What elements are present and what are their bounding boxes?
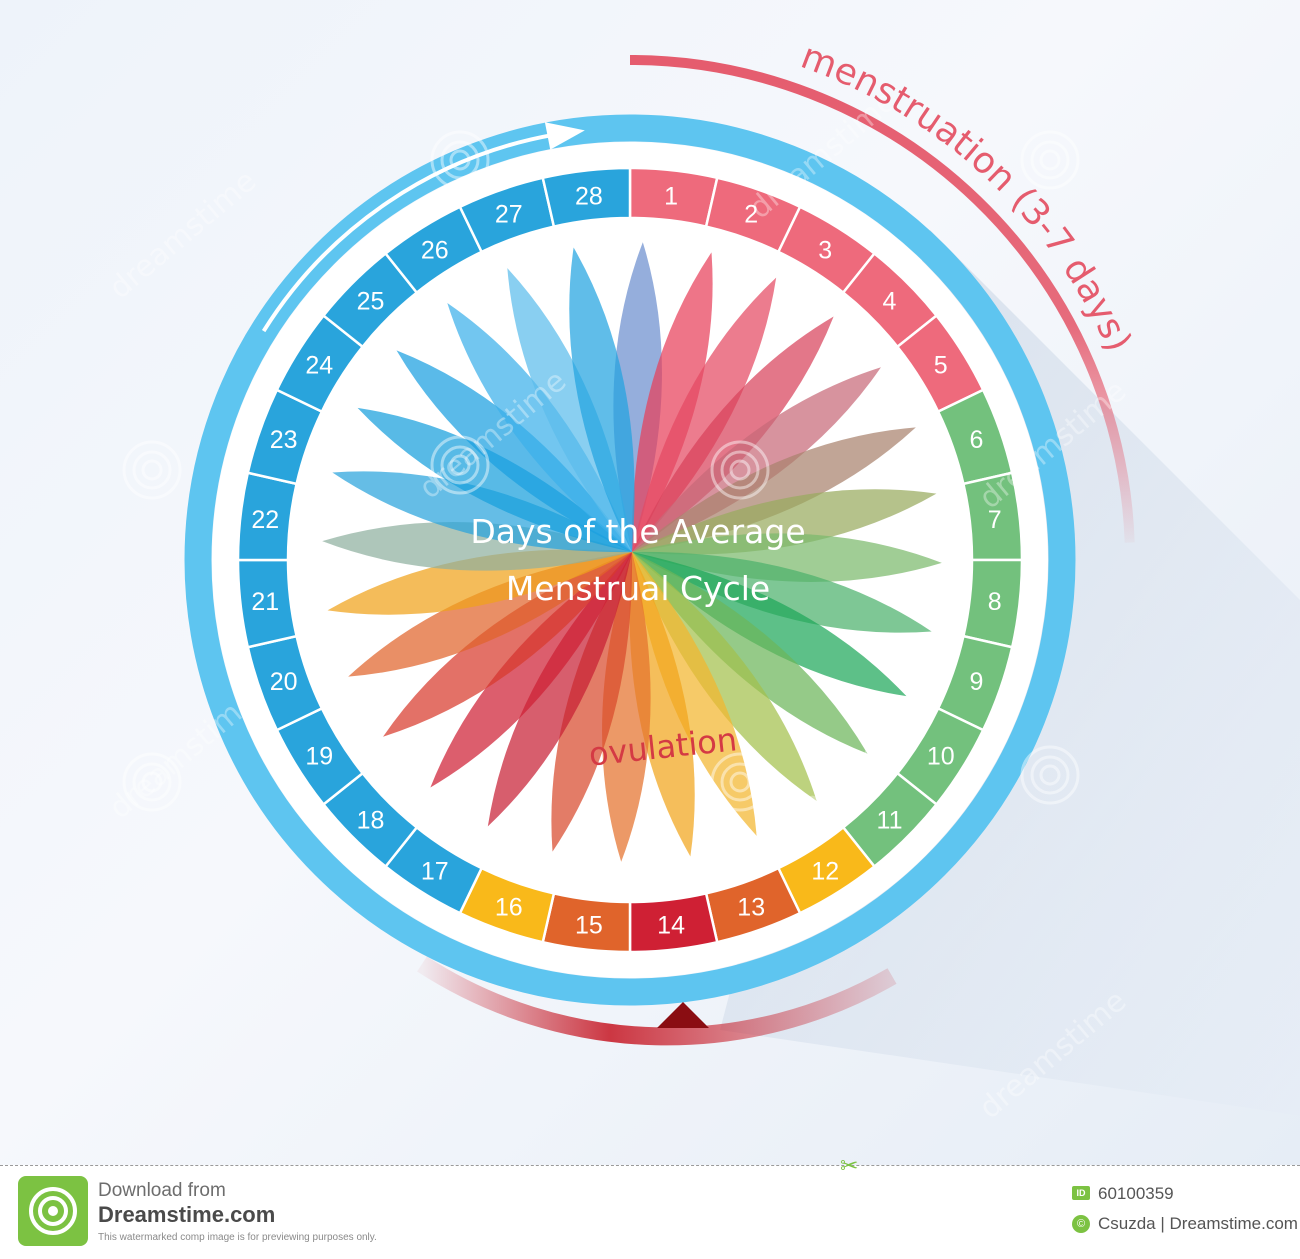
day-label: 24	[305, 352, 333, 380]
day-label: 2	[744, 201, 758, 229]
petal	[632, 552, 817, 801]
watermark-swirl-icon	[1020, 130, 1080, 190]
watermark-swirl-icon	[122, 440, 182, 500]
day-label: 12	[811, 858, 839, 886]
watermark-disclaimer: This watermarked comp image is for previ…	[98, 1232, 377, 1243]
ovulation-arc-band	[417, 956, 897, 1046]
day-label: 13	[737, 893, 765, 921]
day-segment	[541, 166, 632, 229]
petal	[632, 367, 881, 552]
petal-flower	[322, 242, 942, 862]
day-label: 20	[270, 668, 298, 696]
day-label: 15	[575, 912, 603, 940]
day-ring: 1234567891011121314151617181920212223242…	[235, 165, 1025, 955]
day-label: 18	[357, 807, 385, 835]
day-label: 1	[664, 182, 678, 210]
watermark-swirl-icon	[710, 440, 770, 500]
petal	[332, 471, 632, 553]
cycle-arrow-icon	[544, 122, 585, 150]
watermark-swirl-icon	[1020, 745, 1080, 805]
petal	[396, 350, 632, 552]
petal	[447, 303, 632, 552]
ovulation-arc	[417, 956, 897, 1046]
petal	[632, 551, 932, 633]
watermark-swirl-icon	[430, 435, 490, 495]
outer-ring-band	[184, 114, 1076, 1006]
day-label: 5	[934, 352, 948, 380]
petal	[632, 427, 916, 552]
day-label: 9	[969, 668, 983, 696]
day-label: 8	[988, 588, 1002, 616]
day-label: 19	[305, 742, 333, 770]
day-label: 26	[421, 236, 449, 264]
petal	[551, 552, 633, 852]
petal	[632, 552, 868, 754]
cycle-arrow-track	[261, 132, 556, 333]
watermark-text: dreamstime	[103, 163, 264, 306]
watermark-swirl-icon	[122, 752, 182, 812]
day-label: 21	[251, 588, 279, 616]
id-badge-icon: ID	[1072, 1186, 1090, 1200]
petal	[632, 277, 777, 552]
petal	[430, 552, 632, 788]
day-label: 23	[270, 426, 298, 454]
image-credit: Csuzda | Dreamstime.com	[1098, 1214, 1298, 1233]
dreamstime-link[interactable]: Dreamstime.com	[98, 1202, 276, 1227]
menstruation-arc-band	[629, 55, 1135, 543]
petal	[487, 552, 632, 827]
day-label: 11	[877, 807, 903, 835]
watermark-swirl-icon	[430, 130, 490, 190]
copyright-icon: ©	[1072, 1215, 1090, 1233]
day-label: 6	[969, 426, 983, 454]
dreamstime-logo-icon	[18, 1176, 88, 1246]
download-from-text: Download from	[98, 1180, 226, 1201]
image-id: 60100359	[1098, 1184, 1174, 1203]
petal	[569, 247, 635, 552]
day-label: 14	[657, 912, 685, 940]
menstruation-arc	[629, 55, 1135, 543]
center-title-line-1: Days of the Average	[470, 512, 805, 551]
cycle-diagram: 1234567891011121314151617181920212223242…	[103, 35, 1300, 1116]
center-title-line-2: Menstrual Cycle	[506, 569, 770, 608]
day-label: 28	[575, 182, 603, 210]
petal	[357, 407, 632, 552]
day-label: 4	[883, 287, 897, 315]
day-label: 16	[495, 893, 523, 921]
petal	[631, 252, 713, 552]
stock-footer: Download from Dreamstime.com This waterm…	[0, 1153, 1300, 1259]
day-label: 7	[988, 506, 1002, 534]
day-label: 3	[818, 236, 832, 264]
day-label: 22	[251, 506, 279, 534]
day-label: 17	[421, 858, 449, 886]
petal	[632, 316, 834, 552]
day-label: 27	[495, 201, 523, 229]
day-label: 10	[927, 742, 955, 770]
petal	[632, 552, 757, 836]
ovulation-pointer-icon	[657, 1002, 709, 1028]
petal	[383, 552, 632, 737]
watermark-swirl-icon	[710, 752, 770, 812]
petal	[348, 552, 632, 677]
petal	[507, 268, 632, 552]
scissors-icon: ✂	[840, 1153, 859, 1178]
day-label: 25	[357, 287, 385, 315]
petal	[632, 552, 907, 697]
